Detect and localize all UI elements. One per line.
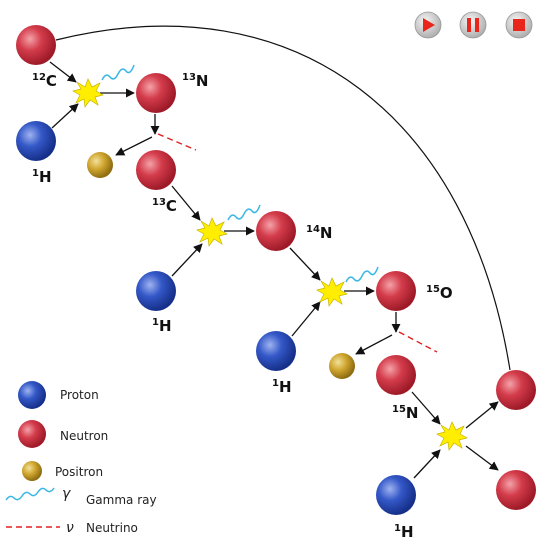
label-c13: 13C [152,197,177,215]
fusion-burst-3 [316,277,348,307]
legend-neutrino-label: Neutrino [86,521,138,535]
nucleus-c12-regenerated [496,370,536,410]
legend-neutrino-symbol: ν [66,520,74,536]
stop-icon [513,19,525,31]
label-h1-a: 1H [32,168,52,186]
proton-2 [136,271,176,311]
pause-button[interactable] [459,11,487,39]
reaction-arrows [49,61,499,479]
legend-positron-swatch [22,461,42,481]
nucleus-n15 [376,355,416,395]
fusion-burst-4 [436,421,468,451]
legend-gamma-label: Gamma ray [86,493,157,507]
gamma-emission-1 [101,64,135,81]
proton-4 [376,475,416,515]
arrow-positron-2 [355,334,393,355]
neutrino-emission-1 [157,133,197,151]
arrow-h-to-burst3 [291,301,321,337]
arrow-h-to-burst4 [413,449,441,479]
legend-gamma-swatch [5,487,55,501]
play-button[interactable] [414,11,442,39]
nucleus-c12 [16,25,56,65]
positron-1 [87,152,113,178]
product-nucleus [496,470,536,510]
arrow-positron-1 [115,136,153,156]
legend-positron-label: Positron [55,465,103,479]
label-h1-c: 1H [272,378,292,396]
gamma-emission-2 [227,204,261,221]
legend-proton-label: Proton [60,388,99,402]
arrow-burst4-to-he4 [465,445,499,471]
label-n14: 14N [306,224,332,242]
proton-1 [16,121,56,161]
legend-neutron-swatch [18,420,46,448]
label-o15: 15O [426,284,453,302]
arrow-n15-to-burst4 [411,391,441,425]
label-n15: 15N [392,404,418,422]
play-icon [423,18,435,32]
arrow-c13-to-burst2 [171,185,201,221]
gamma-emission-3 [345,266,379,283]
proton-3 [256,331,296,371]
nucleus-n14 [256,211,296,251]
nucleus-n13 [136,73,176,113]
fusion-burst-1 [72,78,104,108]
fusion-burst-2 [196,217,228,247]
label-h1-d: 1H [394,523,414,541]
neutrino-emission-2 [398,331,438,353]
legend-neutron-label: Neutron [60,429,108,443]
arrow-n14-to-burst3 [289,247,321,281]
arrow-c12-to-burst1 [49,61,77,83]
stop-button[interactable] [505,11,533,39]
arrow-burst4-to-c12 [465,401,499,429]
nucleus-o15 [376,271,416,311]
cycle-return-arc [55,25,511,371]
legend: Proton Neutron Positron γ Gamma ray ν Ne… [5,381,157,536]
arrow-h-to-burst1 [51,103,79,129]
label-n13: 13N [182,72,208,90]
pause-icon [467,18,479,32]
legend-proton-swatch [18,381,46,409]
arrow-h-to-burst2 [171,243,203,277]
positron-2 [329,353,355,379]
label-c12: 12C [32,72,57,90]
nucleus-c13 [136,150,176,190]
legend-gamma-symbol: γ [62,486,71,502]
label-h1-b: 1H [152,317,172,335]
